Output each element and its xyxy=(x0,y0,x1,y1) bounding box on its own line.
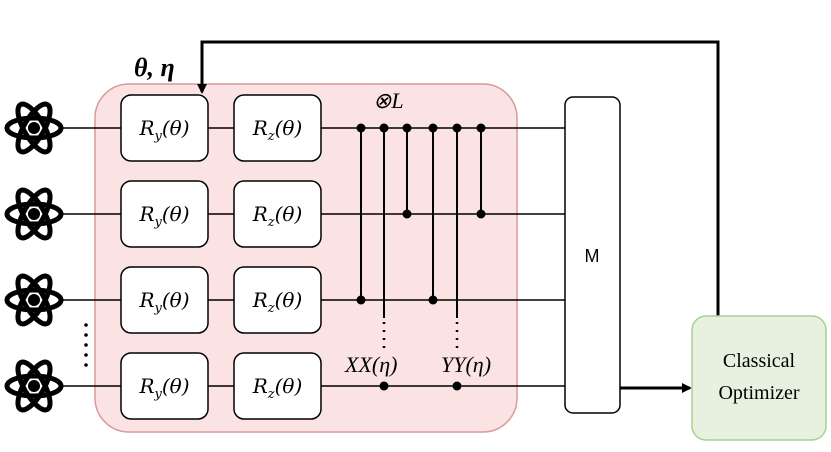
atom-icon xyxy=(4,359,64,413)
feedback-line xyxy=(197,40,720,318)
atom-icons xyxy=(4,101,64,413)
repeat-label: ⊗L xyxy=(373,88,404,113)
rz-gate-label: Rz(θ) xyxy=(252,374,303,402)
classical-optimizer-block xyxy=(691,315,827,441)
atom-icon xyxy=(4,101,64,155)
ry-gate: Ry(θ) xyxy=(120,94,209,162)
ry-gate-label: Ry(θ) xyxy=(138,288,189,316)
variational-layer-box xyxy=(94,83,518,433)
entangling-gates xyxy=(356,123,486,391)
ry-gate: Ry(θ) xyxy=(120,266,209,334)
ellipsis-dots xyxy=(84,323,88,367)
ry-gate-label: Ry(θ) xyxy=(138,374,189,402)
entangler-connection xyxy=(379,123,389,391)
rz-gate: Rz(θ) xyxy=(233,180,322,248)
atom-icon xyxy=(4,273,64,327)
rz-gate-label: Rz(θ) xyxy=(252,202,303,230)
atom-icon xyxy=(4,187,64,241)
rz-gate-label: Rz(θ) xyxy=(252,116,303,144)
params-label: θ, η xyxy=(134,53,175,82)
entangler-connection xyxy=(402,123,412,219)
ry-gate-label: Ry(θ) xyxy=(138,202,189,230)
rotation-gates: Ry(θ) Rz(θ) Ry(θ) Rz(θ) Ry(θ) Rz(θ) Ry(θ) Rz(θ) xyxy=(120,94,322,420)
entangler-connection xyxy=(356,123,366,305)
measurement-label: M xyxy=(585,246,600,266)
xx-label: XX(η) xyxy=(344,352,397,377)
optimizer-label-line1: Classical xyxy=(723,350,796,372)
entangler-connection xyxy=(452,123,462,391)
rz-gate: Rz(θ) xyxy=(233,352,322,420)
ry-gate: Ry(θ) xyxy=(120,352,209,420)
ry-gate-label: Ry(θ) xyxy=(138,116,189,144)
ry-gate: Ry(θ) xyxy=(120,180,209,248)
entangler-connection xyxy=(476,123,486,219)
yy-label: YY(η) xyxy=(441,352,491,377)
measurement-block xyxy=(564,96,621,414)
rz-gate-label: Rz(θ) xyxy=(252,288,303,316)
entangler-connection xyxy=(428,123,438,305)
rz-gate: Rz(θ) xyxy=(233,266,322,334)
optimizer-label-line2: Optimizer xyxy=(718,382,799,404)
rz-gate: Rz(θ) xyxy=(233,94,322,162)
